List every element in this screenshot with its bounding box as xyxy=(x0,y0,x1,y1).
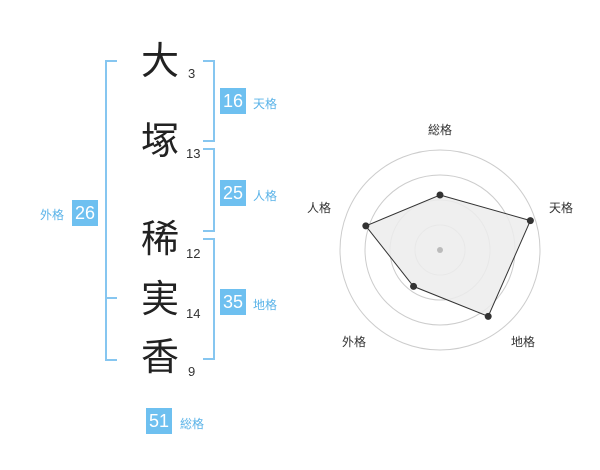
jinkaku-label: 人格 xyxy=(253,189,278,203)
radar-axis-label-tenkaku: 天格 xyxy=(549,200,573,215)
radar-ring xyxy=(339,149,541,351)
radar-point-1 xyxy=(436,191,444,199)
jinkaku-badge: 25 xyxy=(220,180,247,206)
name-char-3: 稀 xyxy=(140,217,179,261)
radar-point-5 xyxy=(362,222,370,230)
radar-axis-label-gaikaku: 外格 xyxy=(342,334,366,349)
tenkaku-bracket xyxy=(203,60,215,142)
radar-center-dot xyxy=(437,247,443,253)
tenkaku-label: 天格 xyxy=(253,97,278,111)
radar-point-3 xyxy=(484,312,492,320)
radar-axis-label-soukaku: 総格 xyxy=(428,122,452,137)
gaikaku-divider xyxy=(105,297,117,299)
radar-axis-label-jinkaku: 人格 xyxy=(307,200,331,215)
name-char-4: 実 xyxy=(140,277,179,321)
soukaku-label: 総格 xyxy=(180,417,205,431)
gaikaku-badge: 26 xyxy=(72,200,99,226)
radar-point-4 xyxy=(410,282,418,290)
radar-points xyxy=(362,191,534,320)
stroke-count-1: 3 xyxy=(188,66,196,81)
name-char-1: 大 xyxy=(140,39,179,83)
stroke-count-2: 13 xyxy=(186,146,201,161)
chikaku-bracket xyxy=(203,238,215,360)
stroke-count-3: 12 xyxy=(186,246,201,261)
radar-polygon xyxy=(364,194,532,317)
chikaku-label: 地格 xyxy=(253,298,278,312)
gaikaku-bracket xyxy=(105,60,117,361)
name-char-5: 香 xyxy=(140,335,179,379)
chikaku-badge: 35 xyxy=(220,289,247,315)
radar-point-2 xyxy=(526,217,534,225)
gaikaku-label: 外格 xyxy=(40,208,65,222)
jinkaku-bracket xyxy=(203,148,215,232)
soukaku-badge: 51 xyxy=(146,408,173,434)
name-char-2: 塚 xyxy=(140,119,179,163)
tenkaku-badge: 16 xyxy=(220,88,247,114)
stroke-count-5: 9 xyxy=(188,364,196,379)
stroke-count-4: 14 xyxy=(186,306,201,321)
radar-axis-label-chikaku: 地格 xyxy=(511,334,535,349)
